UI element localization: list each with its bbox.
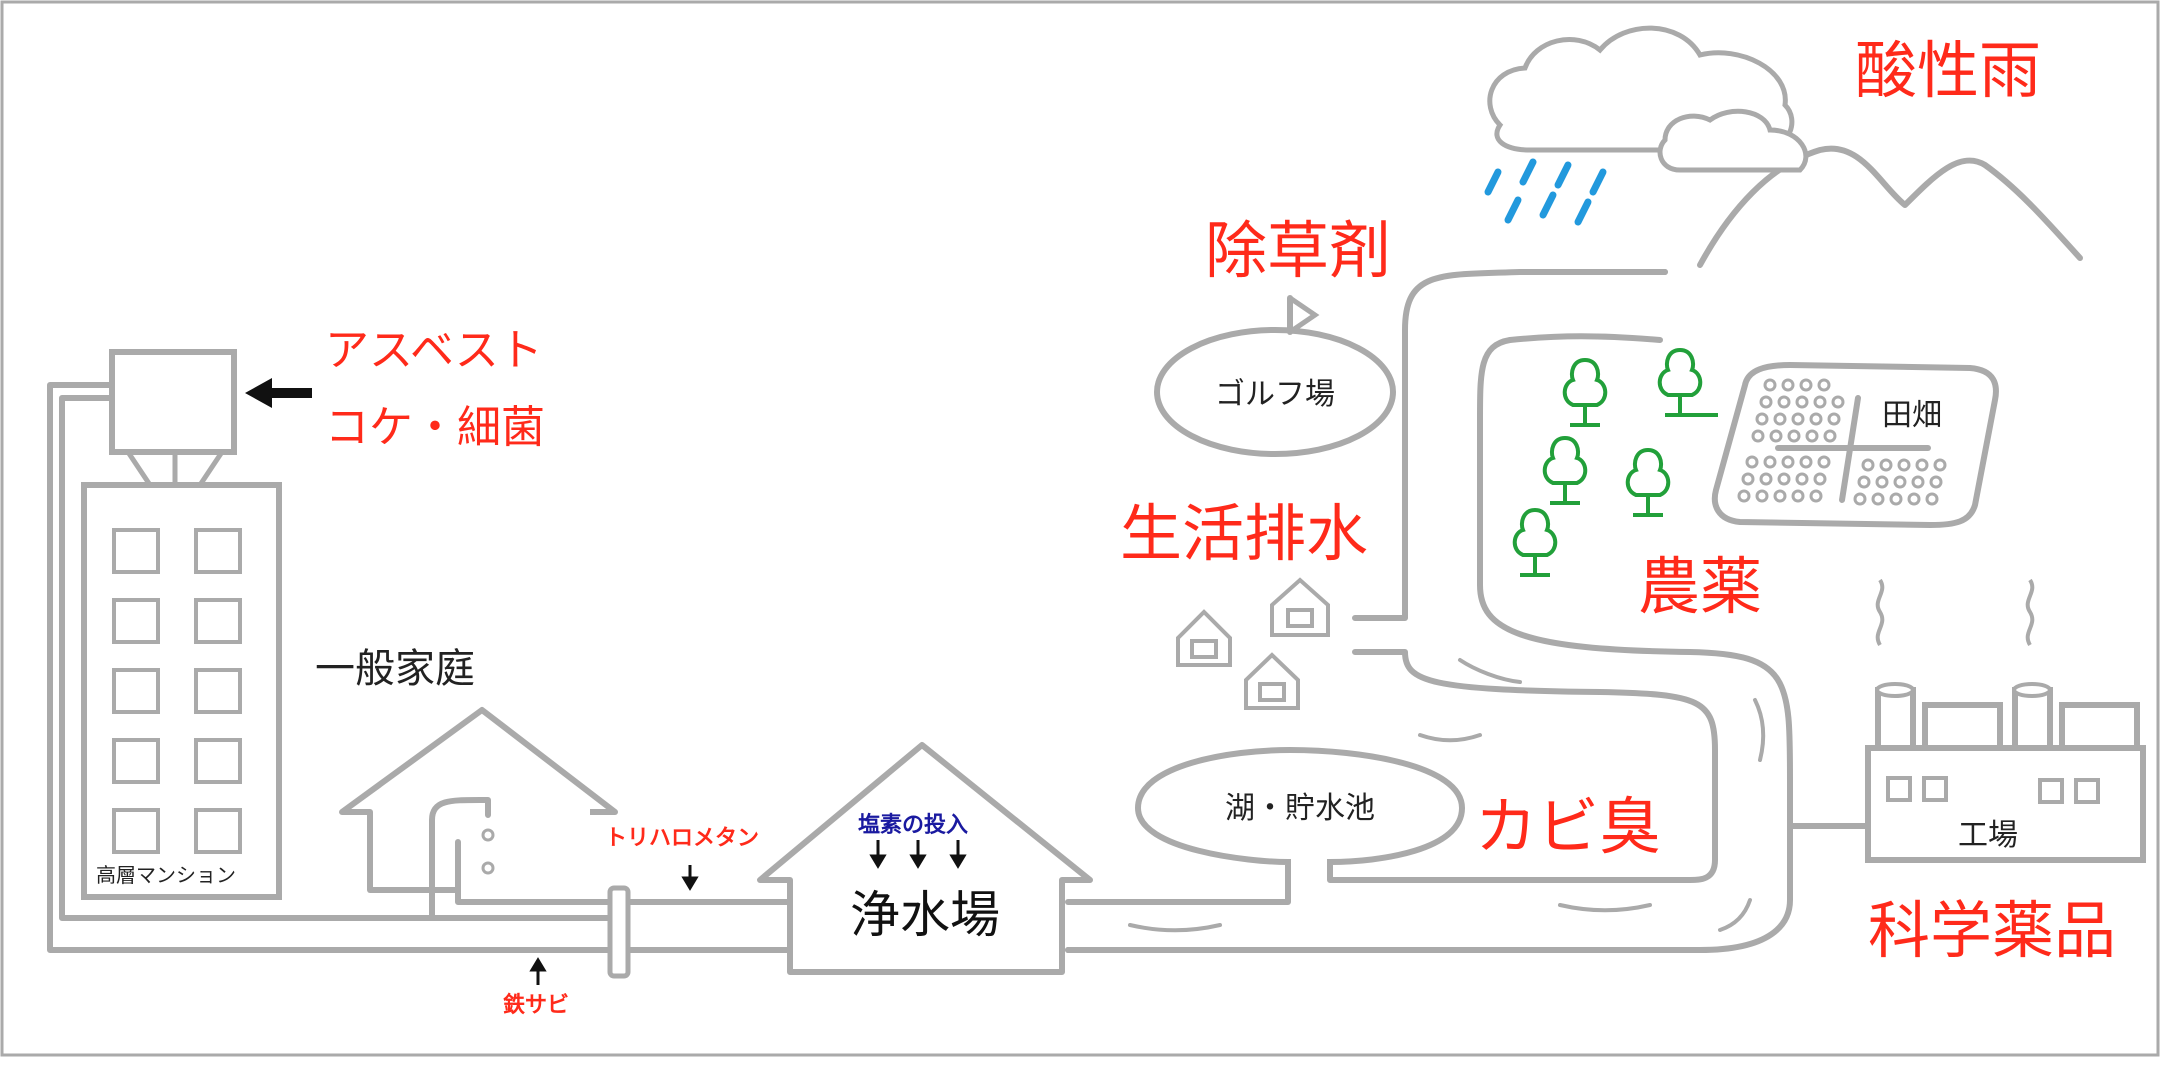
trees: [1512, 347, 1718, 577]
domestic-wastewater-label: 生活排水: [1120, 497, 1368, 570]
acid-rain-label: 酸性雨: [1855, 34, 2041, 107]
golf-course-label: ゴルフ場: [1215, 377, 1335, 412]
rain-cloud-icon: [1487, 25, 1809, 173]
paddy-field-label: 田畑: [1882, 398, 1942, 433]
tank-arrow-icon: [245, 378, 312, 408]
herbicide-label: 除草剤: [1205, 214, 1391, 287]
lake-reservoir-label: 湖・貯水池: [1225, 791, 1375, 826]
chlorine-arrows: [869, 840, 967, 869]
iron-rust-arrow: [529, 957, 547, 985]
diagram-frame: [0, 0, 2160, 1057]
high-rise-mansion: [81, 349, 282, 900]
water-pipe: [47, 382, 1291, 979]
pesticide-label: 農薬: [1638, 550, 1762, 623]
high-rise-mansion-label: 高層マンション: [96, 863, 236, 887]
rain-drops: [1484, 158, 1607, 226]
factory-building: [1865, 578, 2146, 863]
river: [1065, 269, 1793, 953]
mold-odor-label: カビ臭: [1475, 790, 1661, 863]
lake-reservoir: [1134, 746, 1466, 880]
golf-course: [1154, 295, 1396, 457]
water-purification-plant-label: 浄水場: [850, 886, 1000, 944]
trihalomethane-label: トリハロメタン: [605, 826, 759, 851]
general-household-label: 一般家庭: [315, 646, 475, 692]
trihalomethane-arrow: [681, 865, 699, 891]
general-household: [339, 707, 618, 893]
asbestos-label: アスベスト: [325, 325, 543, 376]
water-purification-plant: [757, 742, 1093, 975]
factory-label: 工場: [1958, 818, 2018, 853]
iron-rust-label: 鉄サビ: [503, 992, 569, 1018]
mountains: [1697, 145, 2083, 268]
small-houses: [1176, 577, 1330, 710]
chlorine-injection-label: 塩素の投入: [858, 812, 968, 838]
moss-bacteria-label: コケ・細菌: [325, 402, 545, 453]
paddy-field: [1711, 361, 1999, 529]
chemicals-label: 科学薬品: [1868, 894, 2116, 967]
